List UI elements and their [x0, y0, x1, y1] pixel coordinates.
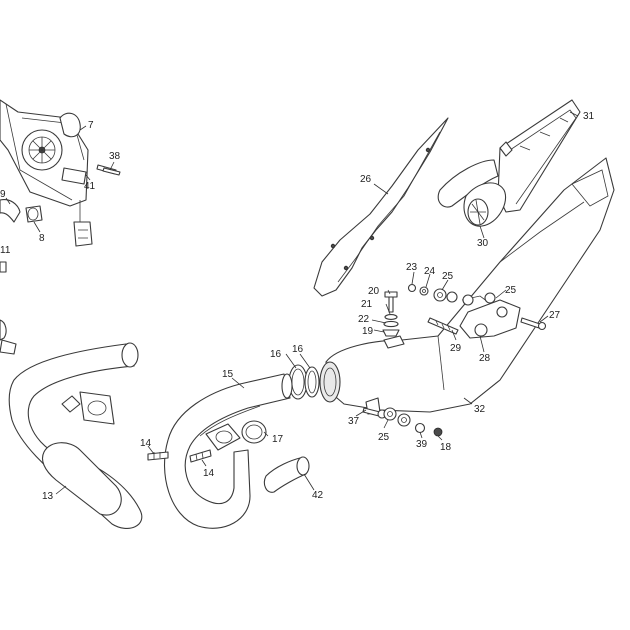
callout-23: 23 [406, 262, 418, 273]
callout-41: 41 [84, 181, 96, 192]
callout-16b: 16 [292, 344, 304, 355]
callout-7: 7 [88, 120, 94, 131]
callout-20: 20 [368, 286, 380, 297]
callout-38: 38 [109, 151, 121, 162]
callout-42: 42 [312, 490, 324, 501]
callout-31: 31 [583, 111, 595, 122]
callout-18: 18 [440, 442, 452, 453]
heat-shield-26 [313, 117, 449, 297]
callout-25a: 25 [442, 271, 454, 282]
callout-25c: 25 [378, 432, 390, 443]
callout-37: 37 [348, 416, 360, 427]
callout-19: 19 [362, 326, 374, 337]
callout-labels: 7 38 41 9 8 11 31 26 30 23 24 25 25 20 2… [0, 111, 595, 502]
callout-9: 9 [0, 189, 6, 200]
seal-rings-16 [288, 364, 320, 400]
front-pipe-13 [8, 342, 169, 529]
end-cap-31 [497, 99, 581, 213]
inlet-duct-30 [437, 159, 506, 227]
callout-13: 13 [42, 491, 54, 502]
callout-25b: 25 [505, 285, 517, 296]
callout-24: 24 [424, 266, 436, 277]
bracket-28 [459, 292, 521, 339]
callout-30: 30 [477, 238, 489, 249]
callout-29: 29 [450, 343, 462, 354]
callout-17: 17 [272, 434, 284, 445]
collector-pipe-15 [164, 373, 293, 529]
callout-28: 28 [479, 353, 491, 364]
callout-27: 27 [549, 310, 561, 321]
callout-16a: 16 [270, 349, 282, 360]
flange-gasket-17 [241, 420, 267, 444]
radiator-fan-assembly [0, 99, 117, 355]
callout-26: 26 [360, 174, 372, 185]
callout-8: 8 [39, 233, 45, 244]
flange-right [189, 423, 241, 463]
callout-11: 11 [0, 245, 11, 256]
callout-15: 15 [222, 369, 234, 380]
muffler-32 [319, 157, 615, 415]
callout-14b: 14 [203, 468, 215, 479]
callout-21: 21 [361, 299, 373, 310]
link-pipe-42 [263, 456, 310, 493]
callout-39: 39 [416, 439, 428, 450]
callout-14a: 14 [140, 438, 152, 449]
callout-32: 32 [474, 404, 486, 415]
callout-22: 22 [358, 314, 370, 325]
leader-lines [5, 111, 579, 495]
hardware-set [102, 167, 547, 437]
